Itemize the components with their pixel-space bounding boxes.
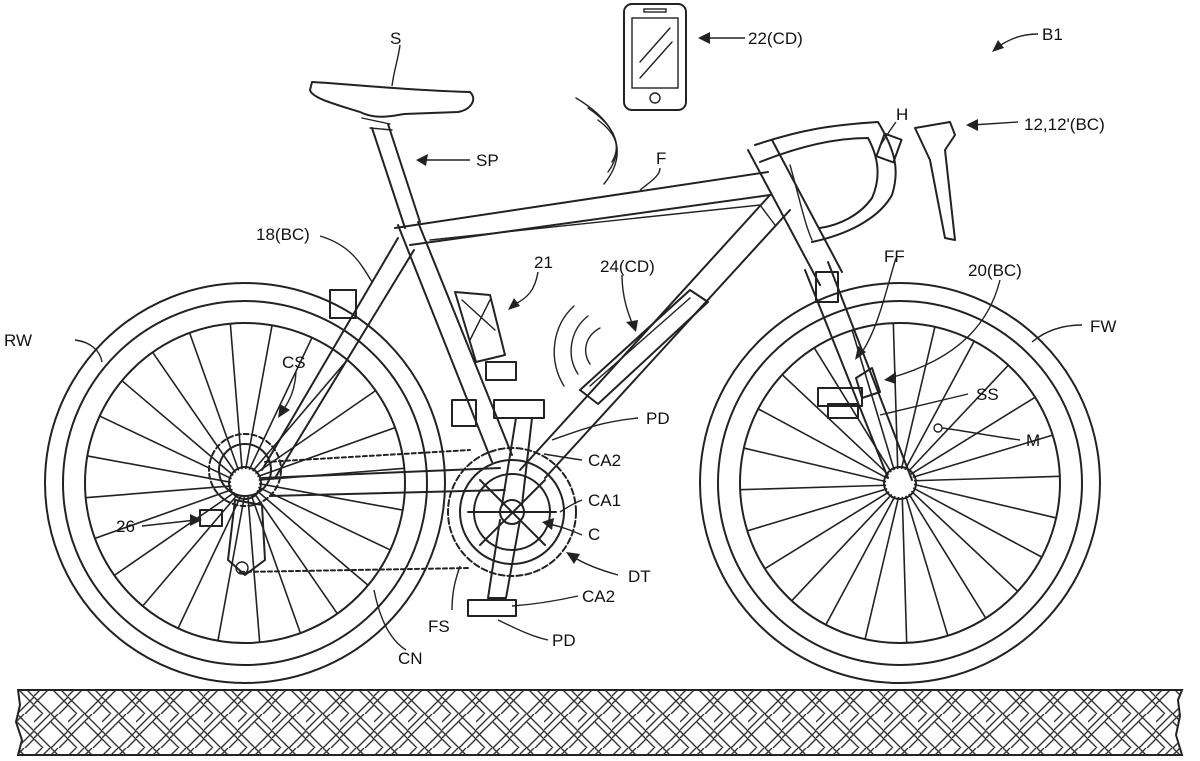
signal-waves-computer: [553, 305, 601, 387]
front-wheel: [699, 282, 1101, 684]
label-rear-derailleur: 26: [116, 517, 135, 536]
label-cycle-computer: 24(CD): [600, 257, 655, 276]
spoke: [99, 415, 233, 480]
speed-sensor: [855, 367, 881, 399]
spoke: [907, 364, 1009, 473]
spoke: [94, 488, 233, 540]
spoke: [747, 487, 888, 532]
spoke: [85, 485, 232, 499]
label-front-bc: 20(BC): [968, 261, 1022, 280]
spoke: [912, 434, 1053, 479]
label-front-fork: FF: [884, 247, 905, 266]
spoke: [757, 408, 888, 479]
label-pedal-top: PD: [646, 409, 670, 428]
spoke: [217, 496, 246, 641]
spoke: [901, 496, 908, 643]
spoke: [257, 486, 391, 551]
spoke: [257, 426, 396, 478]
spoke: [177, 495, 242, 629]
spoke: [825, 495, 896, 626]
bottle-cage: [454, 291, 517, 381]
label-rear-wheel: RW: [4, 331, 32, 350]
saddle: [309, 81, 475, 131]
label-saddle: S: [390, 29, 401, 48]
label-crank-arm-top: CA2: [588, 451, 621, 470]
label-handlebar: H: [896, 105, 908, 124]
label-rear-bc: 18(BC): [256, 225, 310, 244]
label-crank-arm-bottom: CA2: [582, 587, 615, 606]
spoke: [254, 389, 377, 475]
spoke: [740, 484, 887, 491]
smartphone: [623, 3, 687, 111]
front-derailleur: [329, 271, 839, 427]
spoke: [142, 494, 239, 607]
label-seatpost: SP: [476, 151, 499, 170]
spoke: [913, 475, 1060, 482]
spoke: [904, 340, 975, 471]
spoke: [910, 396, 1036, 475]
crank-arms: [467, 399, 545, 617]
label-crank-arm-1: CA1: [588, 491, 621, 510]
cycle-computer: [579, 289, 709, 405]
spoke: [910, 490, 1019, 592]
label-speed-sensor: SS: [976, 385, 999, 404]
cassette: [208, 433, 282, 507]
spoke: [764, 491, 890, 570]
spoke: [258, 482, 403, 511]
label-bicycle: B1: [1042, 25, 1063, 44]
rear-wheel: [44, 282, 446, 684]
label-frame: F: [656, 149, 666, 168]
label-pedal-bottom: PD: [552, 631, 576, 650]
label-front-sprocket: FS: [428, 617, 450, 636]
label-front-wheel: FW: [1090, 317, 1116, 336]
label-chain: CN: [398, 649, 423, 668]
spoke: [781, 374, 890, 476]
signal-waves-phone: [575, 97, 618, 185]
label-magnet: M: [1026, 431, 1040, 450]
label-drivetrain: DT: [628, 567, 651, 586]
handlebar: [754, 121, 956, 243]
seatpost: [371, 123, 421, 229]
spoke: [253, 492, 339, 615]
spoke: [813, 347, 892, 473]
rear-derailleur: [199, 499, 266, 576]
leader-lines: [74, 32, 1083, 651]
label-brake-lever: 12,12'(BC): [1024, 115, 1105, 134]
spoke: [188, 332, 240, 471]
spoke: [900, 326, 936, 470]
label-bottle-cage: 21: [534, 253, 553, 272]
spoke: [121, 380, 234, 477]
chainring: [447, 447, 577, 577]
spoke: [913, 483, 1057, 519]
spoke: [251, 359, 348, 472]
spoke: [912, 487, 1043, 558]
label-phone: 22(CD): [748, 29, 803, 48]
chain: [239, 449, 471, 573]
spoke: [113, 491, 236, 577]
ground: [14, 689, 1184, 756]
labels: S SP 22(CD) B1 H 12,12'(BC) F 18(BC) 21 …: [4, 25, 1116, 668]
magnet: [933, 423, 943, 433]
label-chainring: C: [588, 525, 600, 544]
spoke: [250, 495, 302, 634]
spoke: [743, 447, 887, 483]
label-cassette: CS: [282, 353, 306, 372]
spoke: [908, 493, 987, 619]
spoke: [151, 351, 237, 474]
spoke: [864, 496, 900, 640]
spoke: [791, 493, 893, 602]
spoke: [892, 323, 899, 470]
spoke: [904, 495, 949, 636]
spoke: [87, 455, 232, 484]
